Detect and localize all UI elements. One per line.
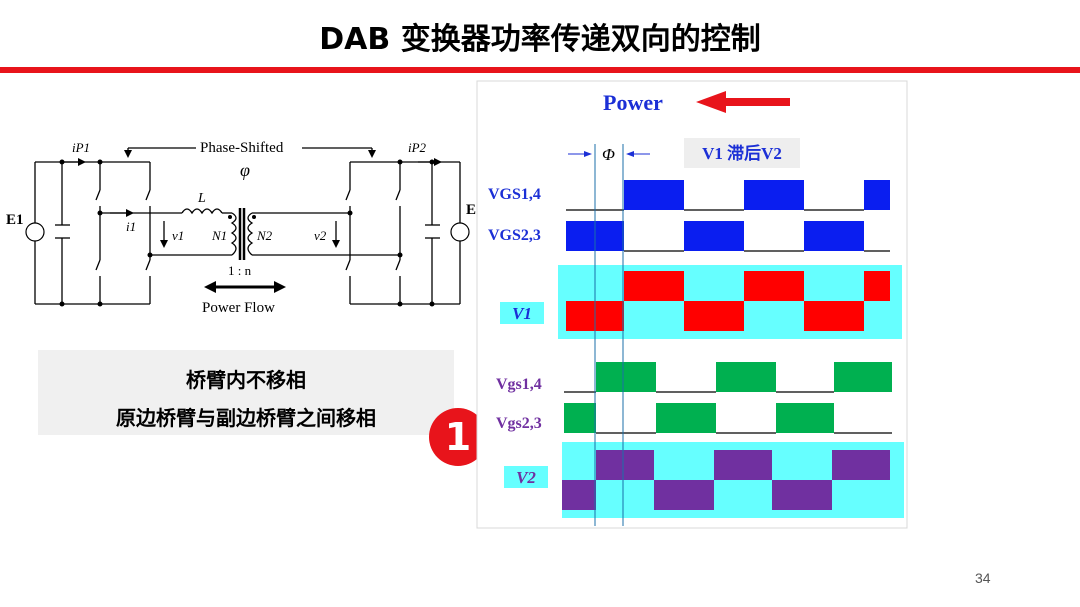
power-flow-label: Power Flow [202, 300, 275, 316]
note-line-2: 原边桥臂与副边桥臂之间移相 [116, 406, 376, 430]
power-arrow [696, 91, 790, 113]
power-label: Power [603, 90, 663, 115]
vgs23-label: VGS2,3 [488, 227, 541, 244]
v1-label: v1 [172, 228, 184, 243]
note-line-1: 桥臂内不移相 [186, 368, 306, 392]
v2-label: v2 [314, 228, 327, 243]
title-rule [0, 67, 1080, 73]
page-title: DAB 变换器功率传递双向的控制 [319, 22, 761, 57]
lag-label: V1 滞后V2 [702, 144, 782, 163]
vgs14-lower-label: Vgs1,4 [496, 376, 542, 393]
e1-label: E1 [6, 212, 24, 228]
inductor-label: L [197, 191, 206, 206]
n1-label: N1 [211, 228, 227, 243]
page-number: 34 [975, 570, 991, 586]
vgs14-label: VGS1,4 [488, 186, 541, 203]
dab-circuit-diagram: E1 E2 iP1 iP2 Phase-Shifted φ L i1 v1 N1… [6, 140, 480, 316]
ratio-label: 1 : n [228, 263, 252, 278]
v2-wave-label: V2 [516, 468, 536, 487]
n2-label: N2 [256, 228, 273, 243]
i1-label: i1 [126, 219, 136, 234]
phase-phi-symbol: Φ [602, 145, 615, 164]
ip2-label: iP2 [408, 140, 427, 155]
vgs23-lower-label: Vgs2,3 [496, 415, 542, 432]
phase-shifted-label: Phase-Shifted [200, 140, 284, 156]
waveform-panel: Power Φ V1 滞后V2 VGS1,4 VGS2,3 V1 Vgs1,4 … [476, 80, 908, 529]
ip1-label: iP1 [72, 140, 90, 155]
v1-wave-label: V1 [512, 304, 532, 323]
phi-symbol: φ [240, 160, 250, 180]
note-box: 桥臂内不移相 原边桥臂与副边桥臂之间移相 [38, 350, 454, 435]
